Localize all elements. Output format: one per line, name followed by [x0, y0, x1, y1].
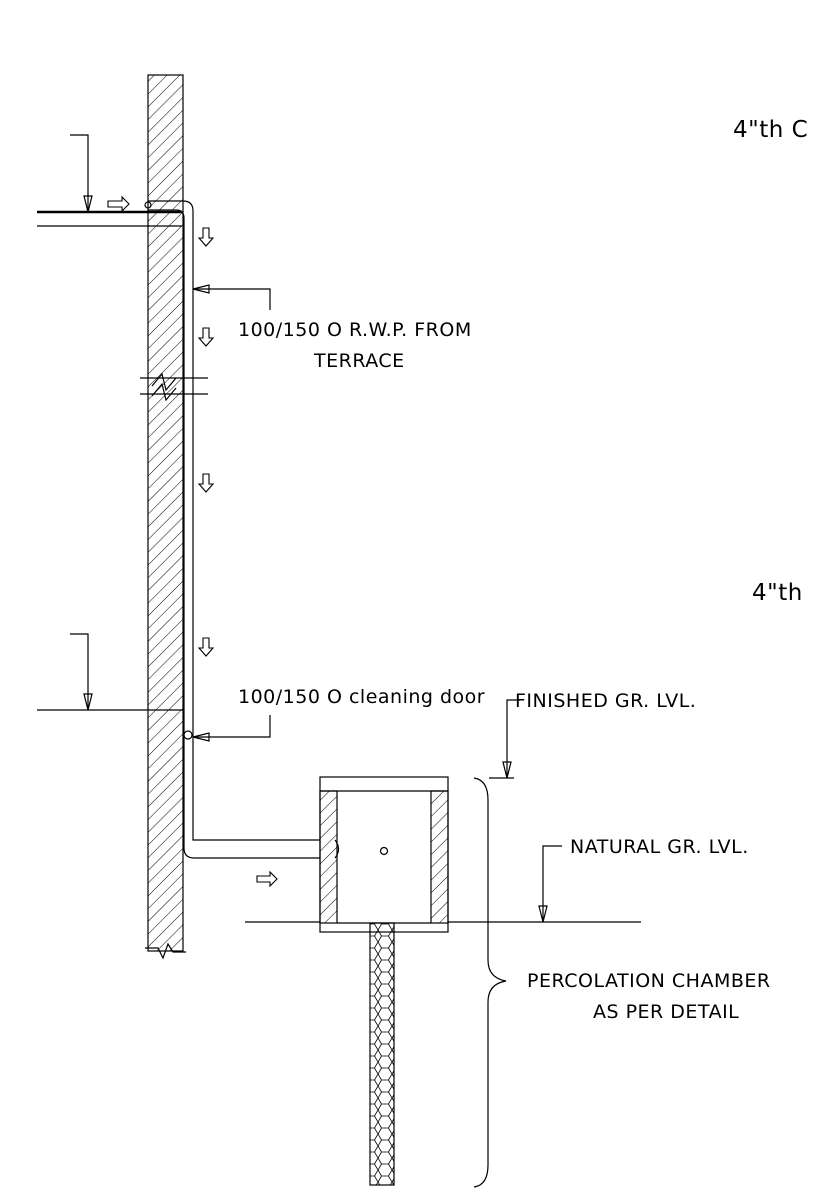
- wall-break-symbol: [140, 372, 208, 402]
- wall-section: [147, 74, 184, 952]
- natural-ground-label: NATURAL GR. LVL.: [570, 836, 749, 858]
- level-label-mid: 4"th: [752, 580, 803, 606]
- cleaning-door-symbol: [183, 730, 193, 740]
- rwp-label: 100/150 O R.W.P. FROM: [238, 319, 472, 341]
- chamber-inlet: [334, 839, 340, 859]
- flow-arrow-down-icon: [197, 473, 215, 493]
- flow-arrow-down-icon: [197, 327, 215, 347]
- rwp-label-terrace: TERRACE: [313, 350, 405, 372]
- level-label-top: 4"th C: [733, 117, 808, 143]
- rain-water-pipe: [144, 200, 335, 859]
- percolation-detail-label: AS PER DETAIL: [593, 1001, 739, 1023]
- cleaning-door-leader: [192, 715, 271, 742]
- level-marker-top: [70, 134, 93, 213]
- rwp-leader: [192, 284, 271, 310]
- wall-bottom-break: [145, 942, 186, 960]
- flow-arrow-right-icon: [107, 195, 130, 213]
- percolation-label: PERCOLATION CHAMBER: [527, 970, 771, 992]
- cleaning-door-label: 100/150 O cleaning door: [238, 686, 485, 708]
- percolation-chamber: [319, 776, 449, 933]
- flow-arrow-right-icon: [256, 870, 278, 888]
- flow-arrow-down-icon: [197, 227, 215, 247]
- percolation-brace: [473, 777, 507, 1188]
- percolation-bore: [369, 922, 395, 1186]
- finished-ground-marker: [489, 699, 520, 779]
- flow-arrow-down-icon: [197, 637, 215, 657]
- finished-ground-label: FINISHED GR. LVL.: [515, 690, 696, 712]
- level-marker-mid: [37, 633, 183, 711]
- terrace-slab: [37, 210, 182, 227]
- flow-arrows: [107, 195, 278, 888]
